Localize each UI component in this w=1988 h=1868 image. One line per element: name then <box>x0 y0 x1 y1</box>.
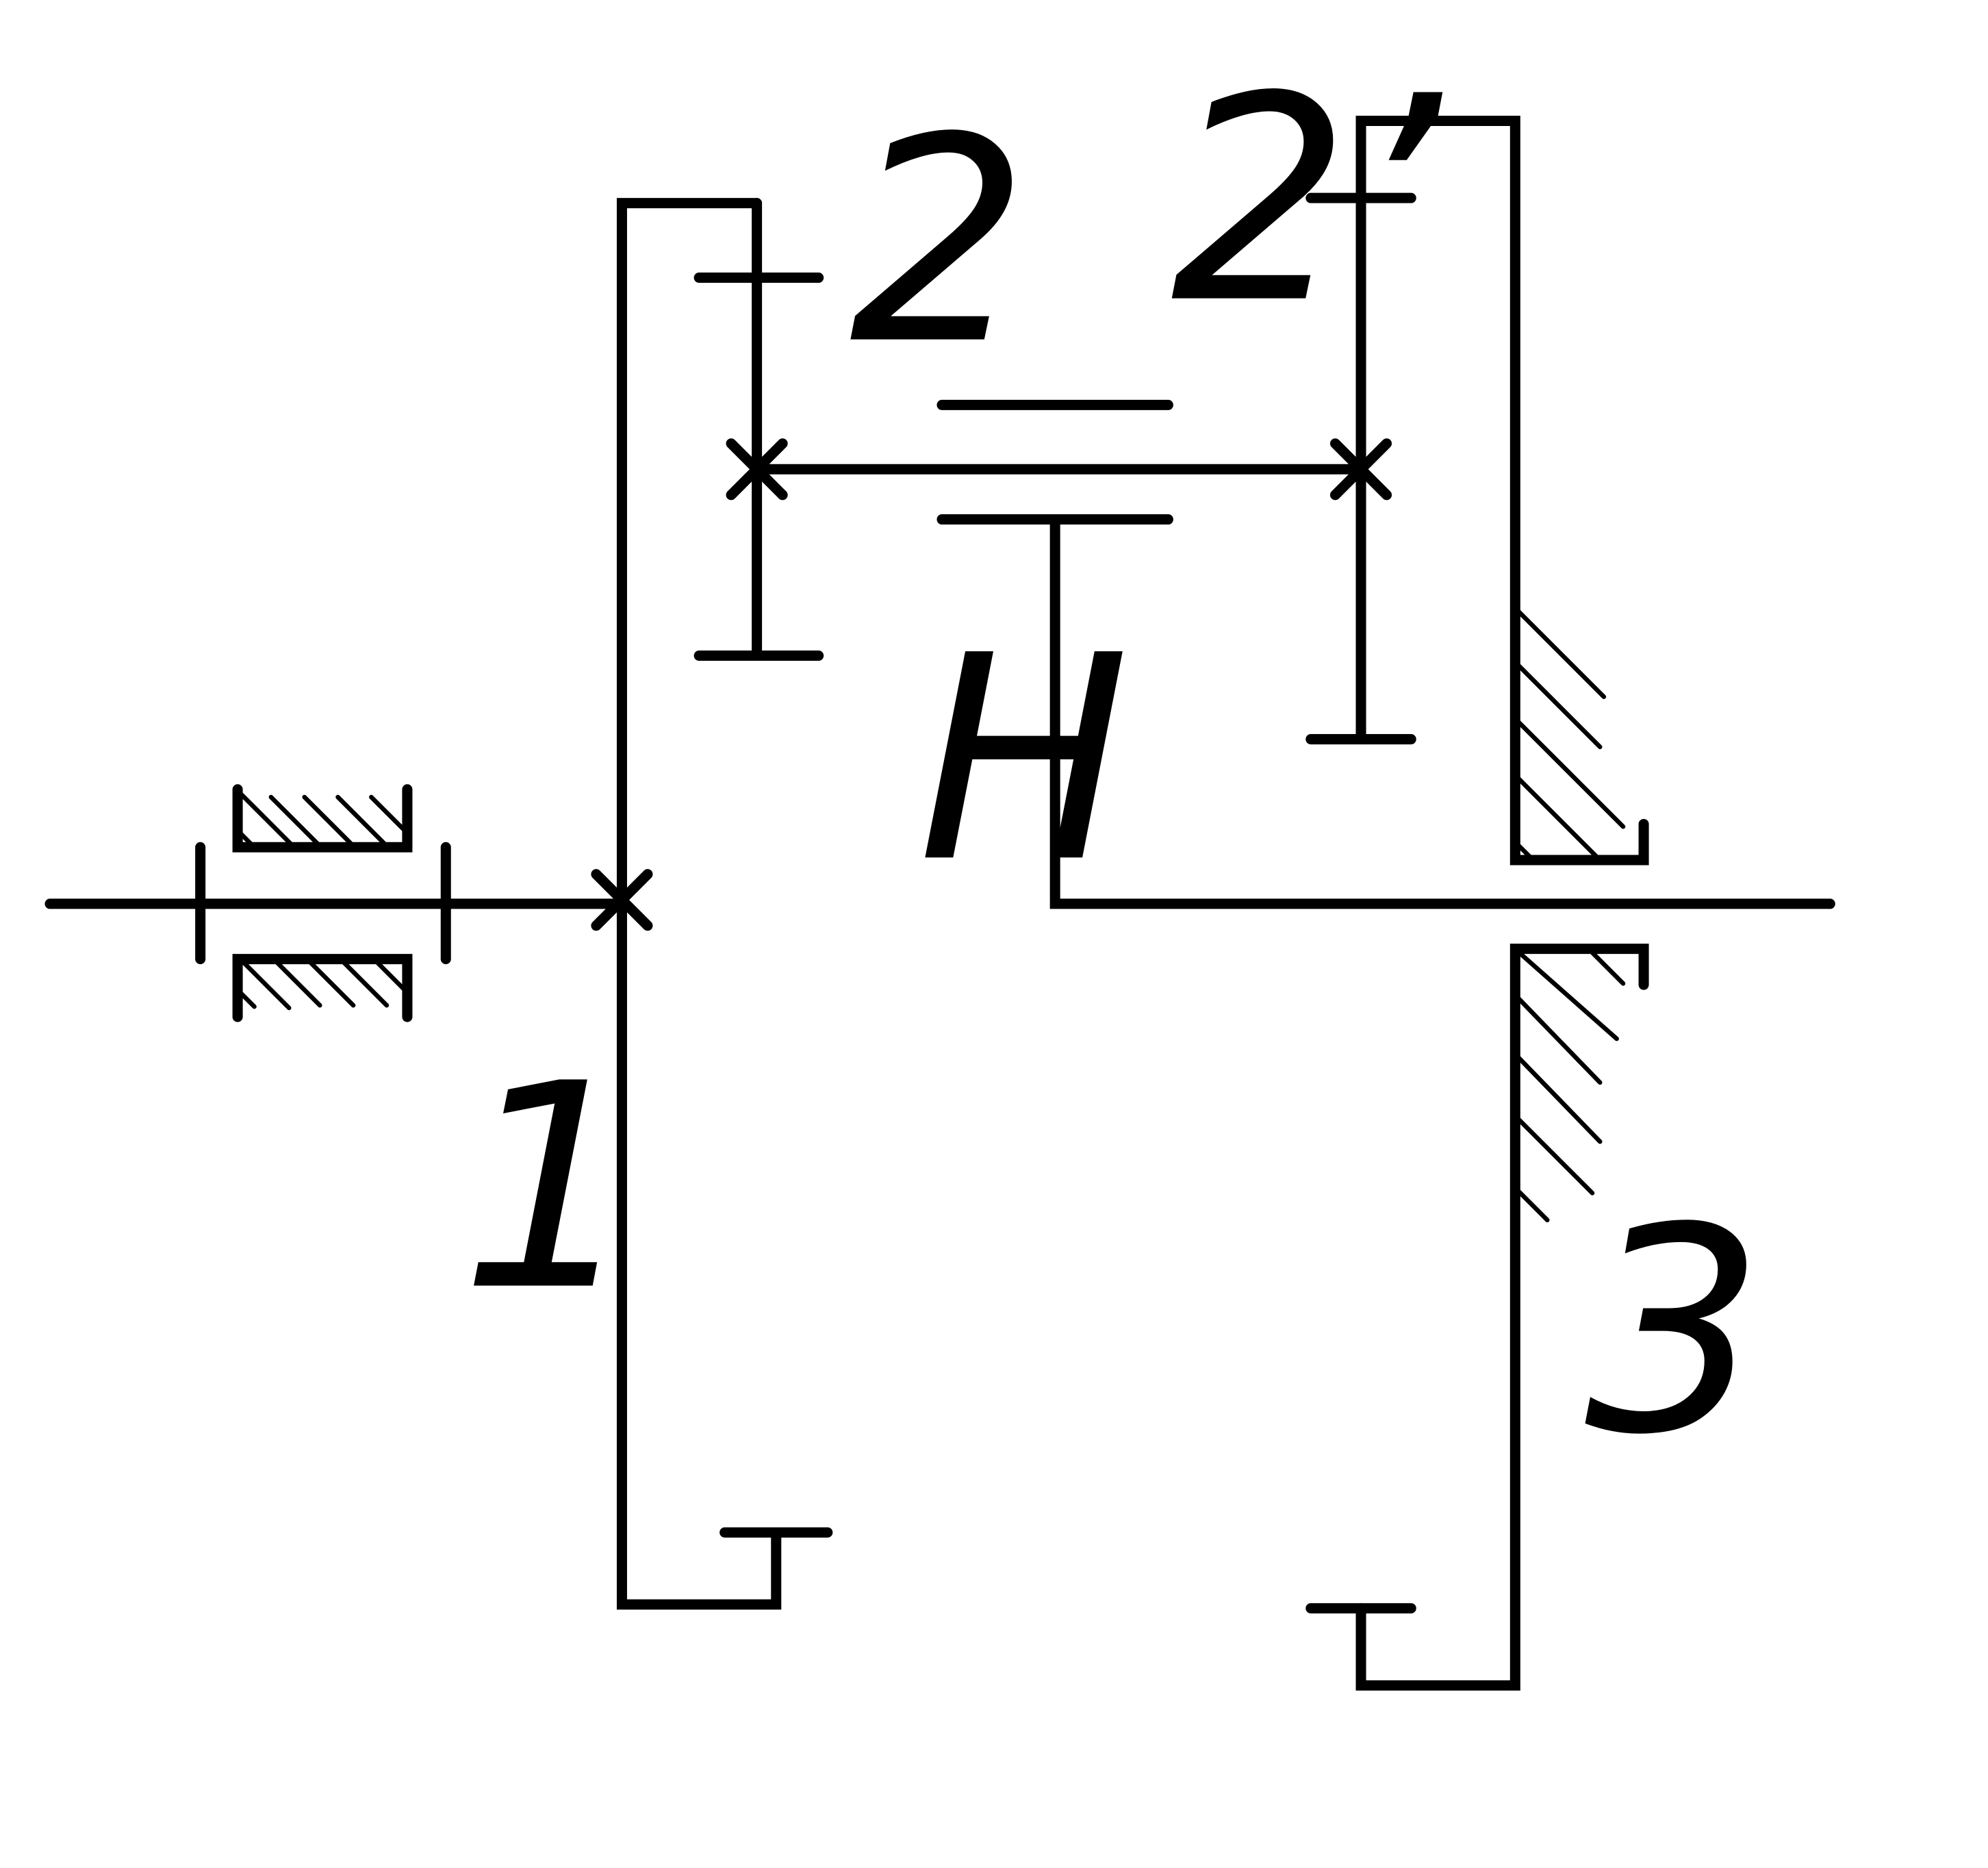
upper-bearing-support <box>232 784 413 853</box>
planet-gear-2 <box>693 198 824 661</box>
label-gear-2-prime: 2’ <box>1171 37 1443 366</box>
lower-bearing-support <box>232 954 413 1022</box>
upper-fixed-housing-hatch <box>1515 608 1626 863</box>
fixed-ring-gear-3 <box>1305 944 1649 1691</box>
label-gear-2: 2 <box>850 78 1030 407</box>
label-gear-3: 3 <box>1585 1168 1765 1497</box>
lower-fixed-housing-hatch <box>1515 946 1626 1223</box>
input-shaft <box>44 842 627 965</box>
carrier-h <box>936 399 1835 909</box>
gear-1 <box>591 198 833 1610</box>
label-carrier-h: H <box>917 596 1130 924</box>
planet-gear-2-prime <box>1305 115 1649 866</box>
label-gear-1: 1 <box>460 1024 640 1352</box>
